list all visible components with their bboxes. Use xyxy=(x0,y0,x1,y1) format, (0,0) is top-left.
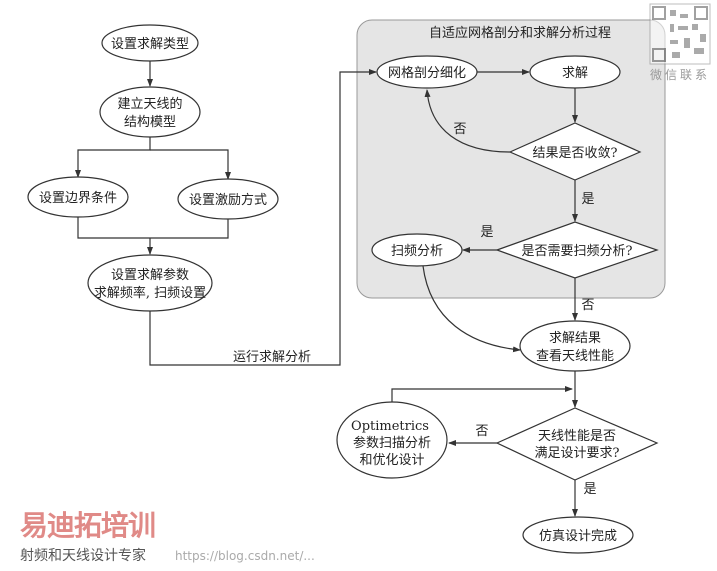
edge-optimize-loop xyxy=(391,386,573,402)
node-solve: 求解 xyxy=(529,55,621,89)
node-results: 求解结果 查看天线性能 xyxy=(519,320,631,372)
node-build-model: 建立天线的 结构模型 xyxy=(99,86,201,138)
node-set-solution-type: 设置求解类型 xyxy=(101,24,199,62)
svg-text:仿真设计完成: 仿真设计完成 xyxy=(539,529,617,544)
qr-code-watermark: 微信联系 xyxy=(649,3,711,82)
edge-run-analysis xyxy=(149,69,377,366)
svg-text:结果是否收敛?: 结果是否收敛? xyxy=(533,145,618,161)
svg-text:设置求解类型: 设置求解类型 xyxy=(111,37,189,52)
svg-text:结构模型: 结构模型 xyxy=(124,115,176,130)
svg-text:查看天线性能: 查看天线性能 xyxy=(536,348,614,364)
edge-label-no: 否 xyxy=(453,122,466,137)
node-set-boundary: 设置边界条件 xyxy=(27,176,129,218)
svg-text:天线性能是否: 天线性能是否 xyxy=(538,429,616,444)
edge xyxy=(422,265,521,353)
svg-text:设置求解参数: 设置求解参数 xyxy=(111,267,189,283)
adaptive-process-title: 自适应网格剖分和求解分析过程 xyxy=(429,25,611,41)
brand-watermark: 易迪拓培训 xyxy=(20,509,155,542)
edge xyxy=(75,137,151,178)
svg-text:求解频率, 扫频设置: 求解频率, 扫频设置 xyxy=(94,285,206,301)
decision-converged: 结果是否收敛? xyxy=(508,122,642,181)
edge-label-no: 否 xyxy=(581,298,594,313)
edge-label-yes: 是 xyxy=(581,192,594,207)
node-set-params: 设置求解参数 求解频率, 扫频设置 xyxy=(87,254,213,312)
decision-need-sweep: 是否需要扫频分析? xyxy=(495,221,659,279)
svg-text:设置激励方式: 设置激励方式 xyxy=(189,192,267,208)
edge-label-yes: 是 xyxy=(583,482,596,497)
node-optimetrics: Optimetrics 参数扫描分析 和优化设计 xyxy=(336,401,448,479)
edge-label-no: 否 xyxy=(475,424,488,439)
svg-text:满足设计要求?: 满足设计要求? xyxy=(535,446,620,461)
svg-text:求解结果: 求解结果 xyxy=(549,331,601,346)
svg-text:设置边界条件: 设置边界条件 xyxy=(39,190,117,206)
brand-subtitle-watermark: 射频和天线设计专家 xyxy=(20,547,146,564)
edge-label-yes: 是 xyxy=(480,225,493,240)
edge-not-converged xyxy=(424,89,511,153)
url-watermark: https://blog.csdn.net/... xyxy=(175,549,315,563)
node-sweep: 扫频分析 xyxy=(371,233,463,267)
svg-text:网格剖分细化: 网格剖分细化 xyxy=(388,65,466,81)
node-mesh-refine: 网格剖分细化 xyxy=(376,55,478,89)
svg-text:是否需要扫频分析?: 是否需要扫频分析? xyxy=(522,244,633,259)
svg-text:求解: 求解 xyxy=(562,66,588,81)
node-done: 仿真设计完成 xyxy=(522,516,634,554)
edge xyxy=(77,217,229,239)
qr-caption: 微信联系 xyxy=(650,68,710,82)
node-set-excitation: 设置激励方式 xyxy=(177,178,279,220)
edge-label-run-analysis: 运行求解分析 xyxy=(233,350,311,365)
svg-text:建立天线的: 建立天线的 xyxy=(117,96,182,112)
decision-meets-requirements: 天线性能是否 满足设计要求? xyxy=(495,407,659,481)
svg-text:扫频分析: 扫频分析 xyxy=(391,244,443,259)
svg-text:参数扫描分析: 参数扫描分析 xyxy=(353,435,431,451)
svg-text:和优化设计: 和优化设计 xyxy=(359,453,424,468)
edge xyxy=(150,149,231,180)
svg-text:Optimetrics: Optimetrics xyxy=(351,419,429,434)
